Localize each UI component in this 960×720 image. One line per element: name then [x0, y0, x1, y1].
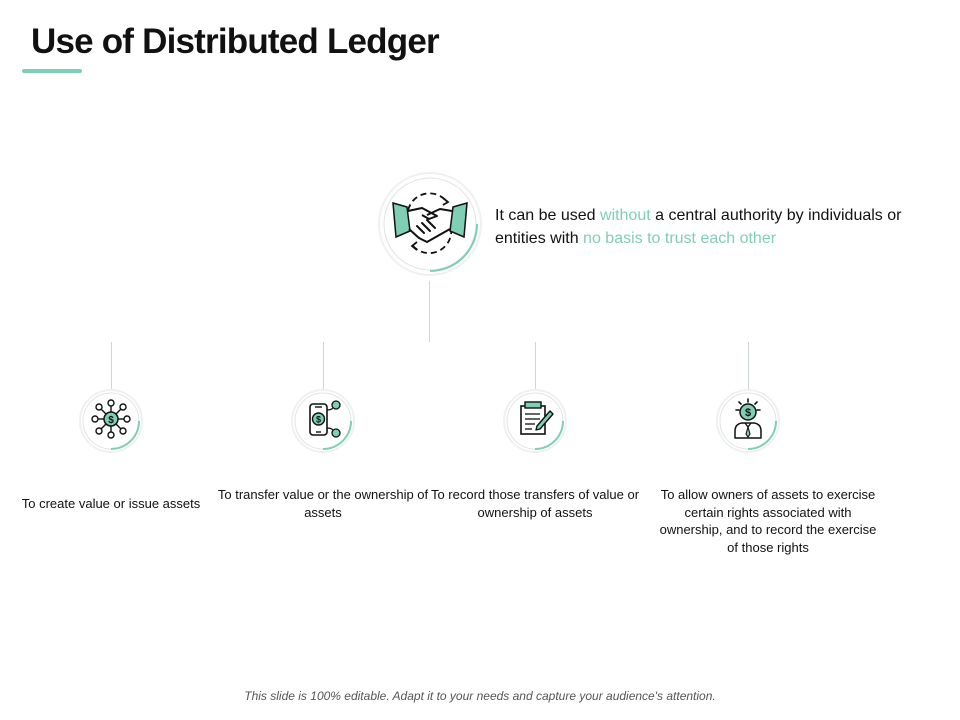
item-icon-circle: $ — [290, 388, 356, 454]
item-icon-circle: $ — [78, 388, 144, 454]
item-text: To transfer value or the ownership of as… — [217, 487, 429, 520]
hero-text-part1: It can be used — [495, 207, 600, 224]
svg-text:$: $ — [108, 415, 114, 426]
svg-text:$: $ — [745, 407, 751, 419]
item-connector-line — [323, 342, 324, 390]
hero-connector-line — [429, 281, 430, 342]
item-icon-circle — [502, 388, 568, 454]
mobile-payment-icon: $ — [309, 400, 341, 438]
svg-text:$: $ — [316, 415, 321, 425]
hero-statement: It can be used without a central authori… — [495, 204, 955, 250]
item-connector-line — [748, 342, 749, 390]
network-dollar-icon: $ — [91, 399, 131, 439]
item-text: To allow owners of assets to exercise ce… — [659, 487, 877, 555]
title-underline — [22, 69, 82, 73]
item-connector-line — [535, 342, 536, 390]
footer-note: This slide is 100% editable. Adapt it to… — [244, 689, 716, 703]
businessman-dollar-icon: $ — [734, 398, 762, 439]
hero-text-part2: a central authority by individuals or en… — [495, 207, 902, 247]
slide-title: Use of Distributed Ledger — [31, 22, 440, 61]
item-connector-line — [111, 342, 112, 390]
item-icon-circle: $ — [715, 388, 781, 454]
hero-text-accent-trust: no basis to trust each other — [583, 230, 777, 247]
handshake-icon — [392, 192, 468, 255]
document-edit-icon — [520, 401, 554, 435]
hero-text-accent-without: without — [599, 207, 651, 224]
item-text: To create value or issue assets — [21, 496, 201, 511]
hero-icon-circle — [377, 171, 483, 277]
item-text: To record those transfers of value or ow… — [430, 487, 640, 520]
